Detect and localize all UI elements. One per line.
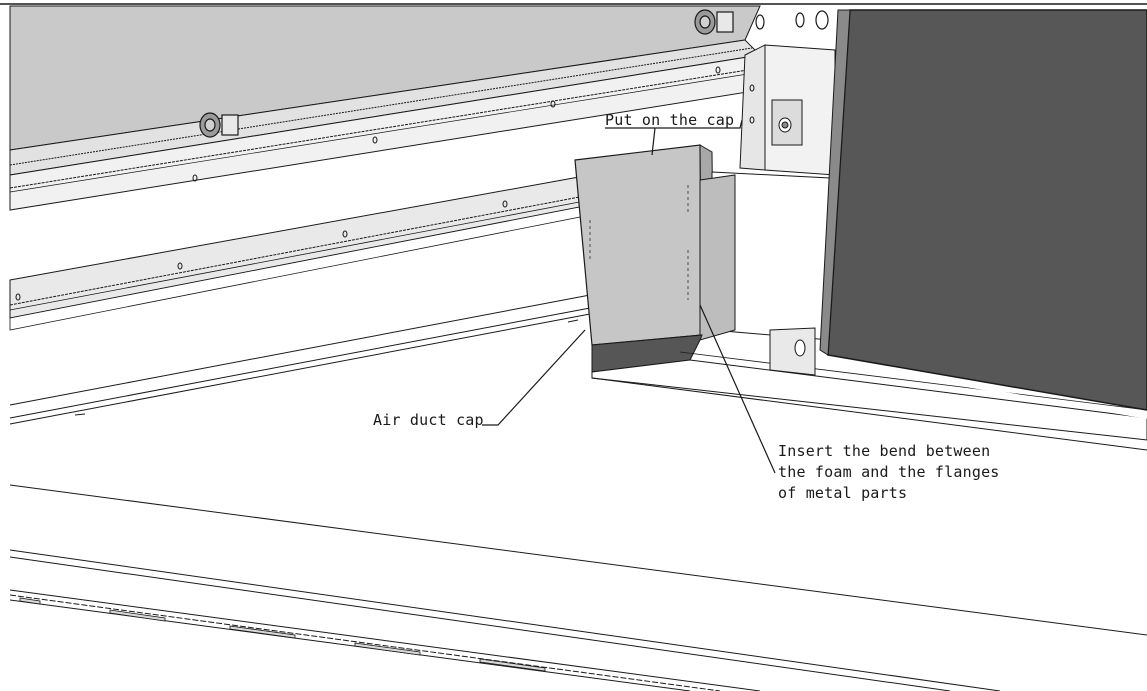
top-rail bbox=[9, 54, 761, 211]
duct-channel bbox=[591, 171, 1147, 451]
insert-bend-label: Insert the bend between the foam and the… bbox=[778, 441, 1000, 504]
air-duct-cap bbox=[574, 144, 715, 346]
middle-rail bbox=[9, 174, 591, 331]
bottom-clips bbox=[19, 597, 546, 672]
corner-bracket bbox=[739, 44, 836, 176]
leader-lines bbox=[482, 119, 776, 474]
insert-bend-line-3: of metal parts bbox=[778, 484, 908, 502]
bottom-frame-lines bbox=[9, 484, 1147, 691]
upper-shelf-panel bbox=[9, 5, 762, 176]
lower-rail bbox=[9, 294, 591, 425]
air-duct-cap-label: Air duct cap bbox=[373, 411, 484, 429]
insert-bend-line-1: Insert the bend between bbox=[778, 442, 991, 460]
bolt-icon bbox=[199, 9, 829, 138]
rail-holes bbox=[192, 66, 721, 182]
put-on-cap-label: Put on the cap bbox=[605, 111, 735, 129]
door-panel bbox=[819, 9, 1147, 419]
duct-clip bbox=[769, 327, 816, 376]
insert-bend-line-2: the foam and the flanges bbox=[778, 463, 1000, 481]
